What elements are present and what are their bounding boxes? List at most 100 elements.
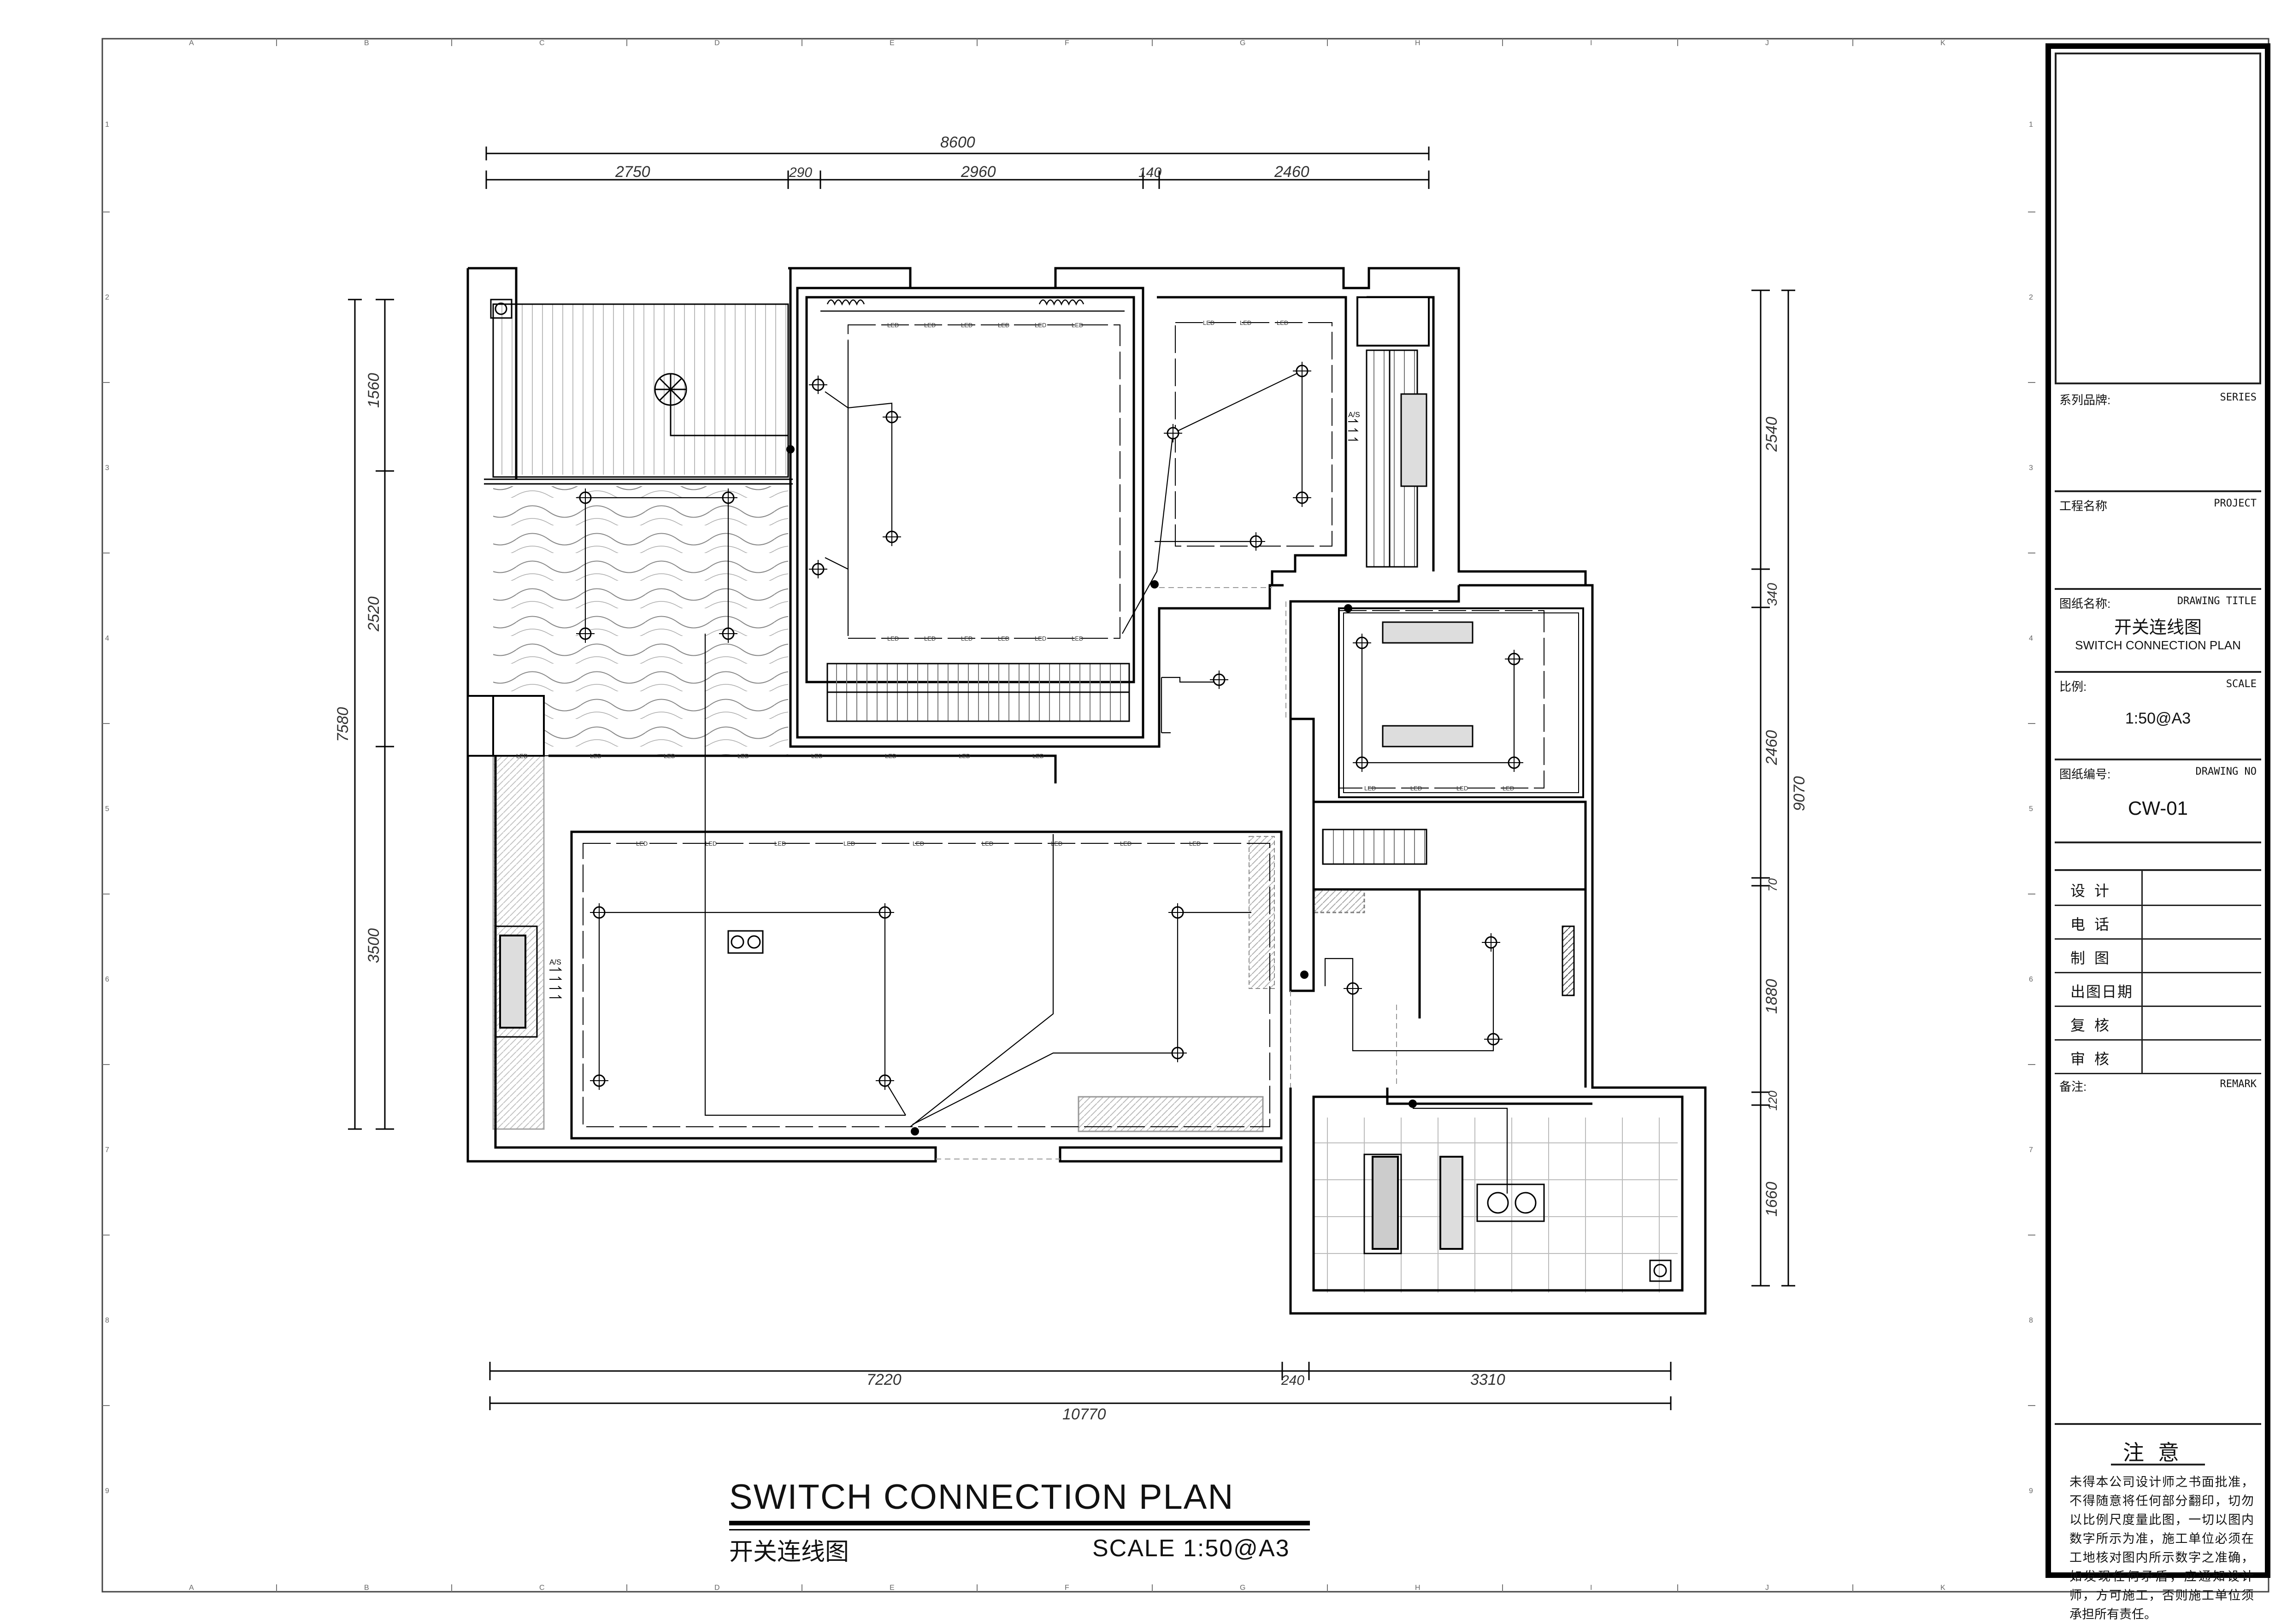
svg-text:LED: LED — [664, 753, 675, 759]
drawing-title-cell: 图纸名称: DRAWING TITLE 开关连线图 SWITCH CONNECT… — [2055, 590, 2261, 673]
balcony-floor — [498, 304, 793, 475]
drawing-no-cell: 图纸编号: DRAWING NO CW-01 — [2055, 760, 2261, 843]
svg-text:7: 7 — [105, 1146, 109, 1154]
svg-text:9070: 9070 — [1791, 776, 1808, 811]
title-block: 系列品牌: SERIES 工程名称 PROJECT 图纸名称: DRAWING … — [2045, 43, 2270, 1621]
svg-text:LED: LED — [774, 840, 786, 847]
svg-text:D: D — [714, 1584, 720, 1592]
svg-text:LED: LED — [959, 753, 970, 759]
svg-text:I: I — [1590, 1584, 1592, 1592]
svg-text:LED: LED — [1189, 840, 1201, 847]
svg-text:10770: 10770 — [1062, 1406, 1106, 1423]
svg-text:1: 1 — [105, 121, 109, 129]
kitchen-fittings — [1363, 1153, 1672, 1282]
scale-label: 比例: — [2059, 680, 2087, 694]
sign-row-phone: 电话 — [2055, 905, 2261, 940]
notice-title: 注意 — [2123, 1441, 2193, 1465]
sideboard — [1078, 1096, 1264, 1132]
svg-text:LED: LED — [924, 635, 936, 642]
svg-text:LED: LED — [1032, 753, 1044, 759]
svg-text:C: C — [539, 1584, 545, 1592]
led-labels: LED LED LED LED LED LED LED LED LED LED LED LE… — [516, 319, 1514, 847]
doors-dashed — [936, 587, 1397, 1159]
svg-text:5: 5 — [2029, 805, 2033, 813]
drawing-no-label: 图纸编号: — [2059, 767, 2111, 781]
svg-text:8: 8 — [105, 1317, 109, 1324]
svg-text:3310: 3310 — [1470, 1371, 1505, 1389]
svg-text:LED: LED — [924, 322, 936, 329]
svg-text:1560: 1560 — [365, 373, 383, 408]
svg-text:LED: LED — [1051, 840, 1062, 847]
svg-text:B: B — [364, 39, 369, 47]
scale-value: 1:50@A3 — [2125, 710, 2191, 727]
svg-text:LED: LED — [961, 322, 973, 329]
sign-label: 制图 — [2070, 950, 2119, 966]
svg-text:LED: LED — [961, 635, 973, 642]
svg-text:2960: 2960 — [961, 163, 996, 181]
drawing-no-en: DRAWING NO — [2195, 766, 2257, 777]
svg-text:E: E — [890, 39, 895, 47]
svg-text:H: H — [1415, 1584, 1421, 1592]
notice-body: 未得本公司设计师之书面批准，不得随意将任何部分翻印，切勿以比例尺度量此图，一切以… — [2069, 1475, 2254, 1621]
scale-en: SCALE — [2226, 678, 2257, 690]
svg-text:9: 9 — [105, 1487, 109, 1495]
svg-text:2460: 2460 — [1274, 163, 1309, 181]
svg-text:LED: LED — [887, 322, 899, 329]
wiring — [584, 341, 1515, 1194]
spacer-cell — [2055, 843, 2261, 871]
svg-text:LED: LED — [843, 840, 855, 847]
svg-text:4: 4 — [105, 635, 109, 642]
sign-row-design: 设计 — [2055, 871, 2261, 906]
svg-text:LED: LED — [1277, 319, 1288, 326]
svg-text:1: 1 — [2029, 121, 2033, 129]
svg-text:LED: LED — [1072, 635, 1083, 642]
sheet-border — [101, 38, 2269, 1593]
sign-label: 复核 — [2070, 1017, 2119, 1034]
svg-text:J: J — [1765, 1584, 1769, 1592]
svg-text:LED: LED — [1120, 840, 1132, 847]
svg-text:LED: LED — [1203, 319, 1214, 326]
dimension-texts: 8600 2750 290 2960 140 2460 7220 240 331… — [334, 134, 1808, 1423]
svg-text:3: 3 — [105, 464, 109, 472]
bedroom-right-fittings — [1313, 607, 1584, 996]
plan-title: SWITCH CONNECTION PLAN — [729, 1477, 1234, 1517]
svg-text:LED: LED — [1410, 785, 1422, 792]
remark-cell: 备注: REMARK — [2055, 1073, 2261, 1425]
svg-text:LED: LED — [1240, 319, 1251, 326]
svg-text:LED: LED — [1456, 785, 1468, 792]
svg-text:LED: LED — [811, 753, 823, 759]
svg-text:K: K — [1940, 39, 1945, 47]
drawing-title-label: 图纸名称: — [2059, 597, 2111, 611]
tv-cabinet-left — [492, 755, 545, 1130]
sign-row-approve: 审核 — [2055, 1039, 2261, 1074]
svg-text:9: 9 — [2029, 1487, 2033, 1495]
svg-text:A: A — [189, 39, 194, 47]
svg-text:LED: LED — [737, 753, 749, 759]
drawing-no-value: CW-01 — [2128, 797, 2188, 819]
svg-text:2750: 2750 — [615, 163, 650, 181]
balcony-detail — [484, 299, 793, 485]
notice-divider — [2111, 1464, 2205, 1465]
svg-text:8600: 8600 — [940, 134, 975, 151]
sign-row-date: 出图日期 — [2055, 972, 2261, 1007]
drawing-title-sub: SWITCH CONNECTION PLAN — [2075, 638, 2241, 652]
svg-text:H: H — [1415, 39, 1421, 47]
svg-text:I: I — [1590, 39, 1592, 47]
svg-text:LED: LED — [1035, 322, 1046, 329]
title-underline-thick — [729, 1521, 1310, 1525]
switch-points — [786, 445, 1417, 1136]
svg-text:70: 70 — [1766, 878, 1780, 892]
series-cell: 系列品牌: SERIES — [2055, 386, 2261, 492]
svg-text:240: 240 — [1281, 1373, 1304, 1388]
sign-label: 设计 — [2070, 883, 2119, 899]
closet-right — [1366, 349, 1427, 568]
svg-text:8: 8 — [2029, 1317, 2033, 1324]
svg-text:LED: LED — [705, 840, 717, 847]
drawing-title-en: DRAWING TITLE — [2177, 595, 2257, 607]
series-en: SERIES — [2220, 392, 2257, 403]
as-labels: A/S A/S — [549, 411, 1360, 966]
svg-text:3500: 3500 — [365, 928, 383, 963]
svg-text:2: 2 — [105, 294, 109, 301]
svg-text:7580: 7580 — [334, 707, 352, 742]
